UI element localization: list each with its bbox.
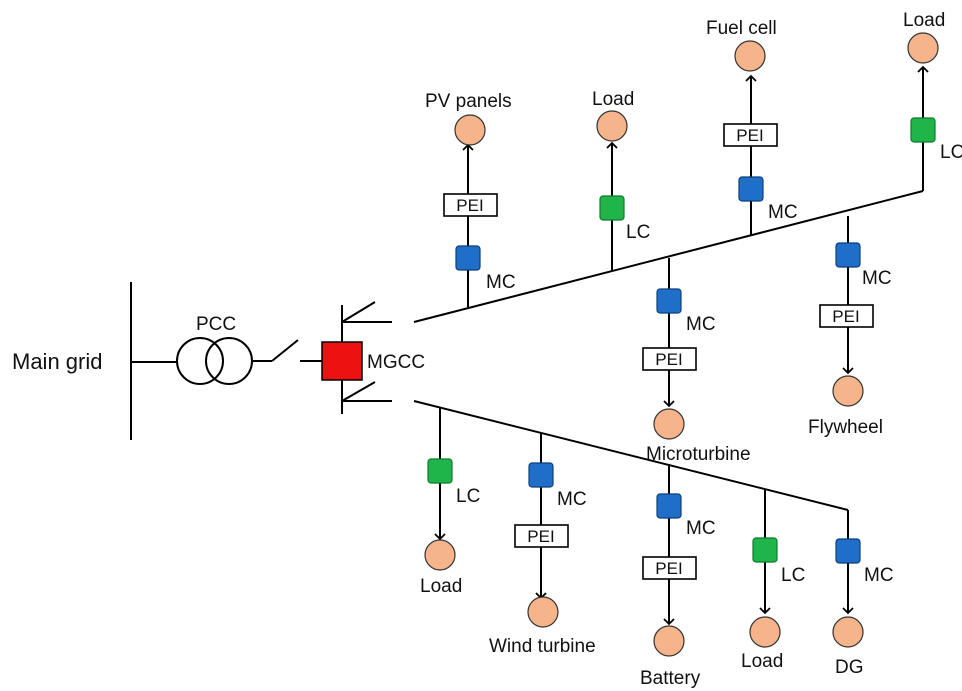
fuel-cell-mc-label: MC (768, 202, 798, 223)
battery-mc-box (656, 493, 682, 519)
dg-mc-label: MC (864, 565, 894, 586)
fuel-cell-pei-label: PEI (736, 126, 763, 145)
microturbine-node (653, 408, 685, 440)
load-3-node (424, 539, 456, 571)
flywheel-label: Flywheel (808, 417, 883, 438)
battery-label: Battery (640, 668, 701, 689)
load-4-lc-label: LC (781, 565, 805, 586)
load-2-lc-label: LC (940, 142, 962, 163)
wind-turbine-node (527, 596, 559, 628)
load-1-label: Load (592, 89, 634, 110)
battery-pei-label: PEI (655, 559, 682, 578)
pv-panels-node (454, 114, 486, 146)
lower-feeder (413, 400, 849, 511)
mgcc-box (321, 341, 363, 381)
wind-turbine-mc-label: MC (557, 489, 587, 510)
fuel-cell-pei-box (723, 123, 778, 147)
flywheel-pei-box (819, 304, 874, 328)
flywheel-pei-label: PEI (832, 307, 859, 326)
load-3-label: Load (420, 576, 462, 597)
load-2-node (907, 32, 939, 64)
pcc-switch (271, 339, 299, 362)
wind-turbine-label: Wind turbine (489, 636, 596, 657)
load-4-lc-box (752, 537, 778, 563)
lower-switch-blade (341, 381, 376, 402)
microturbine-mc-box (656, 288, 682, 314)
wind-turbine-pei-box (514, 524, 569, 548)
microturbine-label: Microturbine (646, 444, 751, 465)
fuel-cell-label: Fuel cell (706, 18, 777, 39)
microturbine-pei-box (642, 347, 697, 371)
load-3-lc-label: LC (456, 486, 480, 507)
load-4-node (749, 616, 781, 648)
flywheel-mc-box (835, 242, 861, 268)
transformer-winding-primary (176, 337, 224, 385)
pcc-label: PCC (196, 314, 236, 335)
dg-node (832, 616, 864, 648)
load-2-label: Load (903, 10, 945, 31)
pv-mc-box (455, 245, 481, 271)
wind-turbine-pei-label: PEI (527, 527, 554, 546)
dg-mc-box (835, 538, 861, 564)
upper-switch-blade (341, 301, 376, 323)
load-4-label: Load (741, 651, 783, 672)
battery-pei-box (642, 556, 697, 580)
upper-feeder (413, 190, 924, 323)
microturbine-pei-label: PEI (655, 350, 682, 369)
load-2-lc-box (910, 117, 936, 143)
pv-panels-label: PV panels (425, 91, 512, 112)
microturbine-mc-label: MC (686, 314, 716, 335)
dg-label: DG (835, 657, 864, 678)
wind-turbine-mc-box (528, 462, 554, 488)
load-1-node (596, 110, 628, 142)
battery-mc-label: MC (686, 518, 716, 539)
fuel-cell-node (734, 40, 766, 72)
flywheel-mc-label: MC (862, 268, 892, 289)
load-1-lc-label: LC (626, 222, 650, 243)
load-1-lc-box (599, 195, 625, 221)
battery-node (653, 625, 685, 657)
fuel-cell-mc-box (738, 176, 764, 202)
pv-pei-label: PEI (456, 196, 483, 215)
pv-pei-box (443, 193, 498, 217)
flywheel-node (832, 375, 864, 407)
pv-mc-label: MC (486, 272, 516, 293)
load-3-lc-box (427, 458, 453, 484)
mgcc-label: MGCC (367, 352, 425, 373)
main-grid-label: Main grid (12, 349, 102, 374)
transformer-winding-secondary (205, 337, 253, 385)
